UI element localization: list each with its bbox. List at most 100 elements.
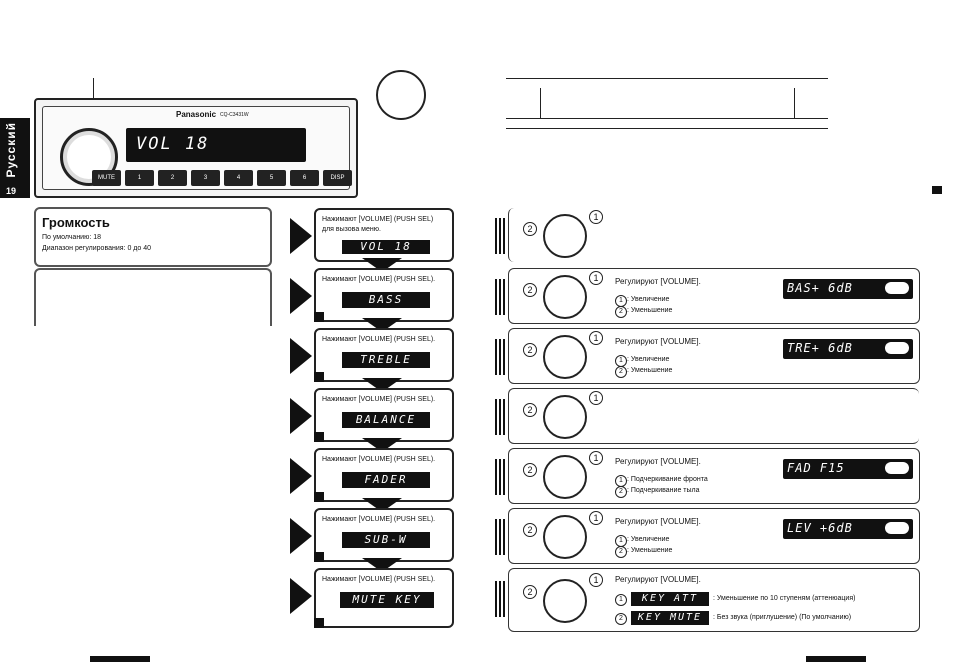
adjust-desc-1: : Увеличение <box>627 356 670 363</box>
preset-button: MUTE <box>92 170 121 186</box>
step-display: MUTE KEY <box>340 592 434 608</box>
preset-button: 2 <box>158 170 187 186</box>
adjust-label: Регулируют [VOLUME]. <box>615 517 701 526</box>
step-arrow <box>290 278 312 314</box>
preset-button: 4 <box>224 170 253 186</box>
preset-button: 6 <box>290 170 319 186</box>
volume-dial-icon <box>543 579 587 623</box>
section-marker <box>932 186 942 194</box>
step-arrow <box>290 398 312 434</box>
device-lcd: VOL 18 <box>126 128 306 162</box>
adjust-desc-2: : Подчеркивание тыла <box>627 487 700 494</box>
step-instruction: Нажимают [VOLUME] (PUSH SEL). <box>322 276 436 283</box>
volume-range: Диапазон регулирования: 0 до 40 <box>42 245 151 252</box>
mute-desc-mute: : Без звука (приглушение) (По умолчанию) <box>713 614 852 621</box>
direction-2-marker: 2 <box>523 403 537 417</box>
adjust-row-mute-key: 1 2 Регулируют [VOLUME]. 1 KEY ATT : Уме… <box>495 568 920 632</box>
step-arrow <box>290 458 312 494</box>
brand-logo: Panasonic <box>176 110 217 119</box>
direction-2-marker: 2 <box>615 546 627 558</box>
step-arrow <box>290 578 312 614</box>
device-lcd-text: VOL 18 <box>136 134 210 154</box>
table-divider <box>794 88 795 118</box>
direction-2-marker: 2 <box>523 463 537 477</box>
page-number: 19 <box>6 186 17 196</box>
direction-2-marker: 2 <box>523 585 537 599</box>
step-instruction: Нажимают [VOLUME] (PUSH SEL). <box>322 576 436 583</box>
step-instruction-2: для вызова меню. <box>322 226 381 233</box>
direction-2-marker: 2 <box>615 486 627 498</box>
volume-dial-icon <box>543 214 587 258</box>
adjust-row-volume: 1 2 <box>495 208 919 262</box>
volume-title: Громкость <box>42 215 110 230</box>
footer-bar-left <box>90 656 150 662</box>
direction-2-marker: 2 <box>615 306 627 318</box>
direction-1-marker: 1 <box>615 594 627 606</box>
lcd-preview: FAD F15 <box>783 459 913 479</box>
preset-buttons: MUTE 1 2 3 4 5 6 DISP <box>92 170 352 186</box>
step-instruction: Нажимают [VOLUME] (PUSH SEL). <box>322 516 436 523</box>
step-instruction: Нажимают [VOLUME] (PUSH SEL). <box>322 456 436 463</box>
step-arrow <box>290 518 312 554</box>
adjust-label: Регулируют [VOLUME]. <box>615 457 701 466</box>
step-display: SUB-W <box>342 532 430 548</box>
direction-2-marker: 2 <box>523 343 537 357</box>
volume-dial-icon <box>543 335 587 379</box>
adjust-row-subw: 1 2 Регулируют [VOLUME]. 1 : Увеличение … <box>495 508 920 564</box>
lcd-text: TRE+ 6dB <box>787 341 853 355</box>
footer-bar-right <box>806 656 866 662</box>
adjust-row-bass: 1 2 Регулируют [VOLUME]. 1 : Увеличение … <box>495 268 920 324</box>
adjust-row-fader: 1 2 Регулируют [VOLUME]. 1 : Подчеркиван… <box>495 448 920 504</box>
step-arrow <box>290 218 312 254</box>
direction-1-marker: 1 <box>589 331 603 345</box>
step-display: VOL 18 <box>342 240 430 254</box>
volume-dial-icon <box>543 455 587 499</box>
step-instruction: Нажимают [VOLUME] (PUSH SEL). <box>322 336 436 343</box>
step-display: BASS <box>342 292 430 308</box>
step-mute-key: Нажимают [VOLUME] (PUSH SEL). MUTE KEY <box>314 568 454 628</box>
direction-2-marker: 2 <box>523 283 537 297</box>
adjust-label: Регулируют [VOLUME]. <box>615 337 701 346</box>
lcd-preview: BAS+ 6dB <box>783 279 913 299</box>
step-balance: Нажимают [VOLUME] (PUSH SEL). BALANCE <box>314 388 454 442</box>
direction-1-marker: 1 <box>589 210 603 224</box>
step-arrow <box>290 338 312 374</box>
table-bottom-rule <box>506 128 828 129</box>
adjust-row-balance: 1 2 <box>495 388 919 444</box>
info-box-2 <box>34 268 272 326</box>
lcd-preview: TRE+ 6dB <box>783 339 913 359</box>
language-tab: Русский 19 <box>0 118 30 198</box>
table-divider <box>540 88 541 118</box>
mute-lcd-mute: KEY MUTE <box>631 611 709 625</box>
lcd-text: LEV +6dB <box>787 521 853 535</box>
volume-dial-icon <box>543 275 587 319</box>
rotate-dial-icon <box>376 70 426 120</box>
preset-button: 3 <box>191 170 220 186</box>
direction-2-marker: 2 <box>615 366 627 378</box>
step-instruction: Нажимают [VOLUME] (PUSH SEL) <box>322 216 434 223</box>
step-display: TREBLE <box>342 352 430 368</box>
adjust-desc-1: : Подчеркивание фронта <box>627 476 708 483</box>
step-bass: Нажимают [VOLUME] (PUSH SEL). BASS <box>314 268 454 322</box>
step-display: BALANCE <box>342 412 430 428</box>
adjust-label: Регулируют [VOLUME]. <box>615 277 701 286</box>
preset-button: 1 <box>125 170 154 186</box>
lcd-preview: LEV +6dB <box>783 519 913 539</box>
preset-button: DISP <box>323 170 352 186</box>
model-number: CQ-C3431W <box>220 112 249 118</box>
adjust-desc-1: : Увеличение <box>627 536 670 543</box>
volume-info-box: Громкость По умолчанию: 18 Диапазон регу… <box>34 207 272 267</box>
step-instruction: Нажимают [VOLUME] (PUSH SEL). <box>322 396 436 403</box>
volume-dial-icon <box>543 395 587 439</box>
direction-1-marker: 1 <box>589 271 603 285</box>
adjust-desc-2: : Уменьшение <box>627 307 673 314</box>
direction-2-marker: 2 <box>523 222 537 236</box>
adjust-desc-2: : Уменьшение <box>627 547 673 554</box>
step-treble: Нажимают [VOLUME] (PUSH SEL). TREBLE <box>314 328 454 382</box>
mute-lcd-att: KEY ATT <box>631 592 709 606</box>
mute-desc-att: : Уменьшение по 10 ступеням (аттенюация) <box>713 595 856 602</box>
step-fader: Нажимают [VOLUME] (PUSH SEL). FADER <box>314 448 454 502</box>
direction-2-marker: 2 <box>615 613 627 625</box>
step-display: FADER <box>342 472 430 488</box>
direction-1-marker: 1 <box>589 573 603 587</box>
